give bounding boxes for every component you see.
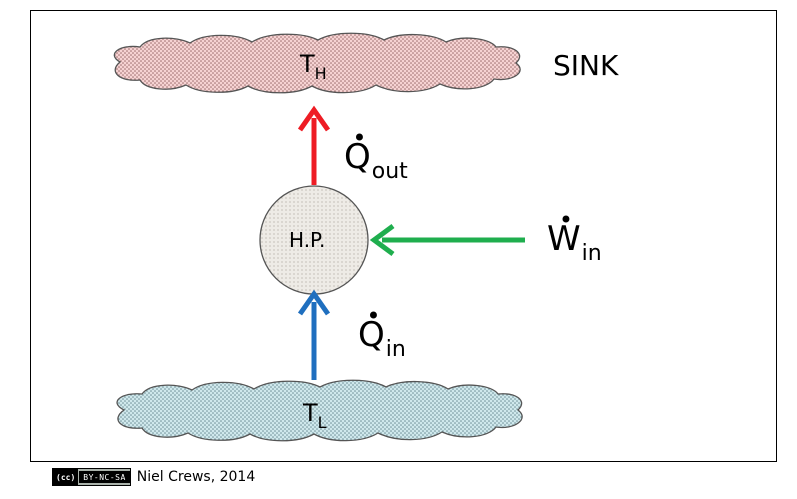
q-out-arrow: [297, 105, 331, 185]
sink-label: SINK: [553, 49, 619, 82]
q-in-subscript: in: [385, 337, 406, 362]
hot-reservoir-label: TH: [300, 50, 327, 82]
q-in-label: • Q in: [358, 304, 406, 361]
cold-reservoir-label: TL: [303, 399, 327, 431]
w-in-subscript: in: [581, 241, 602, 266]
license-text: BY-NC-SA: [79, 471, 130, 483]
q-in-symbol: Q: [358, 315, 385, 355]
q-out-subscript: out: [371, 159, 408, 184]
hot-reservoir-symbol: T: [300, 50, 315, 78]
cold-reservoir-subscript: L: [317, 413, 327, 432]
cold-reservoir-cloud: [116, 379, 523, 442]
cc-license-badge[interactable]: (cc) BY-NC-SA: [52, 468, 131, 486]
w-in-arrow: [369, 223, 525, 257]
hot-reservoir-subscript: H: [314, 64, 327, 83]
heat-pump-label: H.P.: [289, 228, 326, 252]
q-out-dot: •: [352, 124, 367, 152]
cold-reservoir-symbol: T: [303, 399, 318, 427]
q-out-symbol: Q: [344, 137, 371, 177]
w-in-dot: •: [558, 206, 574, 234]
q-in-dot: •: [366, 302, 381, 330]
w-in-label: • W in: [547, 208, 602, 265]
cc-icon: (cc): [53, 469, 79, 485]
w-in-symbol: W: [547, 219, 581, 259]
hot-reservoir-cloud: [113, 32, 521, 94]
q-in-arrow: [297, 289, 331, 380]
q-out-label: • Q out: [344, 126, 408, 183]
footer: (cc) BY-NC-SA Niel Crews, 2014: [52, 467, 255, 487]
author-credit: Niel Crews, 2014: [136, 469, 256, 485]
